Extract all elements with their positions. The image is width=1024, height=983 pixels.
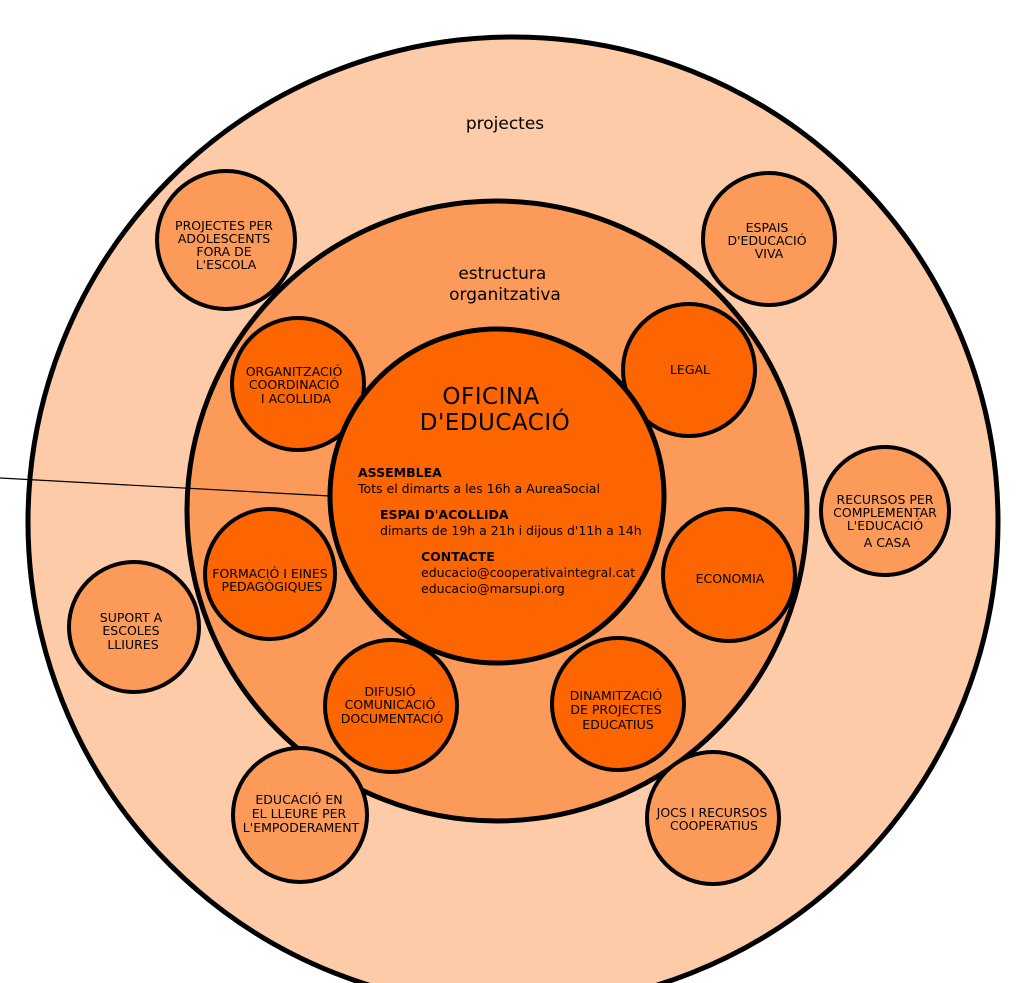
center-circle xyxy=(327,326,667,666)
inner-node-difusio-label: DIFUSIÓ COMUNICACIÓ DOCUMENTACIÓ xyxy=(341,684,444,726)
inner-node-formacio-label: FORMACIÓ I EINES PEDAGÒGIQUES xyxy=(212,566,331,594)
outer-node-adolescents[interactable]: PROJECTES PER ADOLESCENTS FORA DE L'ESCO… xyxy=(155,169,297,311)
contacte-heading: CONTACTE xyxy=(421,549,495,564)
outer-node-jocs[interactable]: JOCS I RECURSOS COOPERATIUS xyxy=(645,750,781,886)
outer-node-espais[interactable]: ESPAIS D'EDUCACIÓ VIVA xyxy=(701,171,837,307)
contacte-email-1[interactable]: educacio@cooperativaintegral.cat xyxy=(421,565,635,580)
inner-node-formacio[interactable]: FORMACIÓ I EINES PEDAGÒGIQUES xyxy=(203,507,337,641)
outer-node-adolescents-label: PROJECTES PER ADOLESCENTS FORA DE L'ESCO… xyxy=(175,218,277,272)
outer-ring-label: projectes xyxy=(466,114,544,134)
outer-node-espais-label: ESPAIS D'EDUCACIÓ VIVA xyxy=(727,220,810,261)
inner-node-dinamitzacio-label: DINAMITZACIÓ DE PROJECTES EDUCATIUS xyxy=(570,688,666,732)
inner-node-difusio[interactable]: DIFUSIÓ COMUNICACIÓ DOCUMENTACIÓ xyxy=(323,638,459,774)
outer-node-recursos[interactable]: RECURSOS PER COMPLEMENTAR L'EDUCACIÓ A C… xyxy=(819,445,951,577)
connector-line xyxy=(0,477,331,497)
outer-node-jocs-label: JOCS I RECURSOS COOPERATIUS xyxy=(656,805,772,833)
inner-node-economia[interactable]: ECONOMIA xyxy=(661,507,797,643)
middle-ring-label: estructura organitzativa xyxy=(449,264,561,305)
inner-node-legal[interactable]: LEGAL xyxy=(621,302,757,438)
inner-node-organitzacio-label: ORGANITZACIÓ COORDINACIÓ I ACOLLIDA xyxy=(246,364,347,406)
inner-node-legal-label: LEGAL xyxy=(670,362,710,377)
acollida-text: dimarts de 19h a 21h i dijous d'11h a 14… xyxy=(380,523,642,538)
inner-node-organitzacio[interactable]: ORGANITZACIÓ COORDINACIÓ I ACOLLIDA xyxy=(230,316,366,452)
outer-node-lleure[interactable]: EDUCACIÓ EN EL LLEURE PER L'EMPODERAMENT xyxy=(231,746,369,884)
outer-node-suport-label: SUPORT A ESCOLES LLIURES xyxy=(100,610,166,652)
inner-node-dinamitzacio[interactable]: DINAMITZACIÓ DE PROJECTES EDUCATIUS xyxy=(550,636,686,772)
center-title: OFICINA D'EDUCACIÓ xyxy=(420,384,570,436)
acollida-heading: ESPAI D'ACOLLIDA xyxy=(380,507,509,522)
contacte-email-2[interactable]: educacio@marsupi.org xyxy=(421,581,565,596)
outer-node-recursos-label: RECURSOS PER COMPLEMENTAR L'EDUCACIÓ A C… xyxy=(833,492,941,550)
inner-node-economia-label: ECONOMIA xyxy=(696,571,765,586)
assemblea-heading: ASSEMBLEA xyxy=(358,465,442,480)
outer-node-lleure-label: EDUCACIÓ EN EL LLEURE PER L'EMPODERAMENT xyxy=(243,792,360,835)
assemblea-text: Tots el dimarts a les 16h a AureaSocial xyxy=(357,481,600,496)
outer-node-suport[interactable]: SUPORT A ESCOLES LLIURES xyxy=(67,560,201,694)
